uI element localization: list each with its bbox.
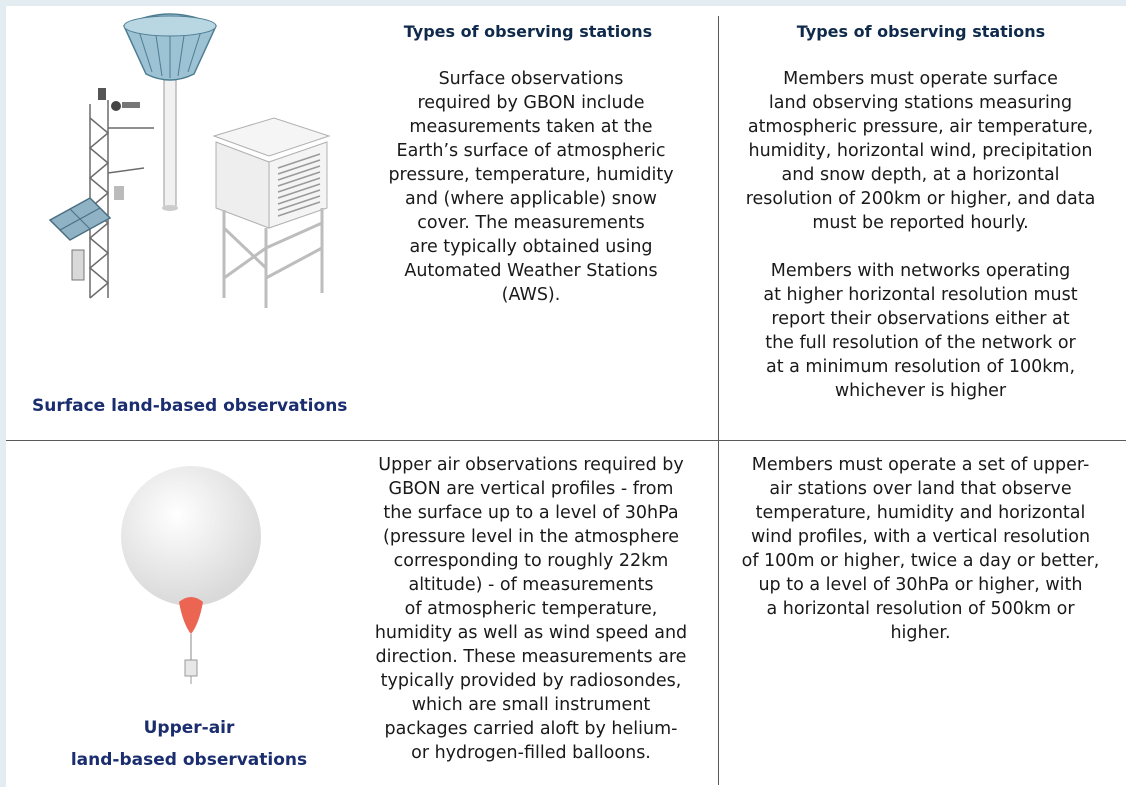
col3-heading: Types of observing stations — [796, 22, 1046, 41]
upper-air-requirement: Members must operate a set of upper- air… — [741, 455, 1100, 643]
upper-air-description: Upper air observations required by GBON … — [374, 455, 688, 763]
surface-description: Surface observations required by GBON in… — [388, 69, 674, 305]
row-label-surface: Surface land-based observations — [32, 396, 348, 416]
surface-requirement: Members must operate surface land observ… — [745, 69, 1096, 401]
col2-heading: Types of observing stations — [403, 22, 653, 41]
column-divider — [718, 16, 719, 785]
row-divider — [6, 440, 1126, 441]
content-panel: Types of observing stations Types of obs… — [6, 6, 1126, 787]
weather-balloon-icon — [121, 466, 261, 684]
row-label-upper-air: Upper-air land-based observations — [70, 718, 308, 770]
weather-station-icon — [48, 13, 331, 308]
